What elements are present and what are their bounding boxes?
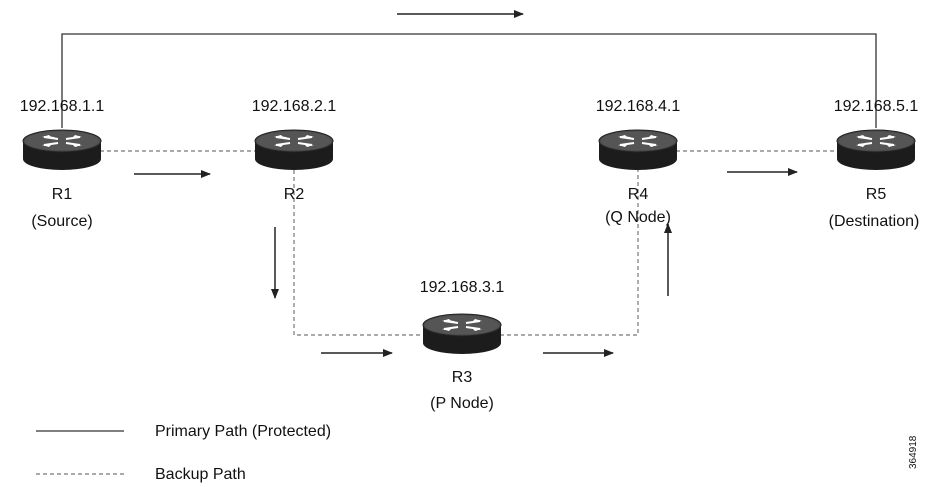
r5-ip-label: 192.168.5.1 xyxy=(834,98,919,115)
r5-role-label: (Destination) xyxy=(829,213,920,230)
r4-role-label: (Q Node) xyxy=(605,209,671,226)
r1-ip-label: 192.168.1.1 xyxy=(20,98,105,115)
legend-primary-label: Primary Path (Protected) xyxy=(155,423,331,440)
r4-ip-label: 192.168.4.1 xyxy=(596,98,681,115)
backup-path-lines xyxy=(100,150,838,336)
router-r2 xyxy=(254,129,334,171)
primary-path-line xyxy=(61,33,877,128)
r2-ip-label: 192.168.2.1 xyxy=(252,98,337,115)
legend-backup-label: Backup Path xyxy=(155,466,246,483)
r5-name-label: R5 xyxy=(866,186,887,203)
r2-name-label: R2 xyxy=(284,186,305,203)
r1-name-label: R1 xyxy=(52,186,73,203)
router-r4 xyxy=(598,129,678,171)
router-r5 xyxy=(836,129,916,171)
figure-id: 364918 xyxy=(908,435,919,469)
r3-role-label: (P Node) xyxy=(430,395,494,412)
r4-name-label: R4 xyxy=(628,186,649,203)
router-r1 xyxy=(22,129,102,171)
legend: Primary Path (Protected) Backup Path xyxy=(36,423,331,483)
r1-role-label: (Source) xyxy=(31,213,92,230)
r3-ip-label: 192.168.3.1 xyxy=(420,279,505,296)
r3-name-label: R3 xyxy=(452,369,473,386)
router-r3 xyxy=(422,313,502,355)
flow-arrows xyxy=(134,10,798,357)
